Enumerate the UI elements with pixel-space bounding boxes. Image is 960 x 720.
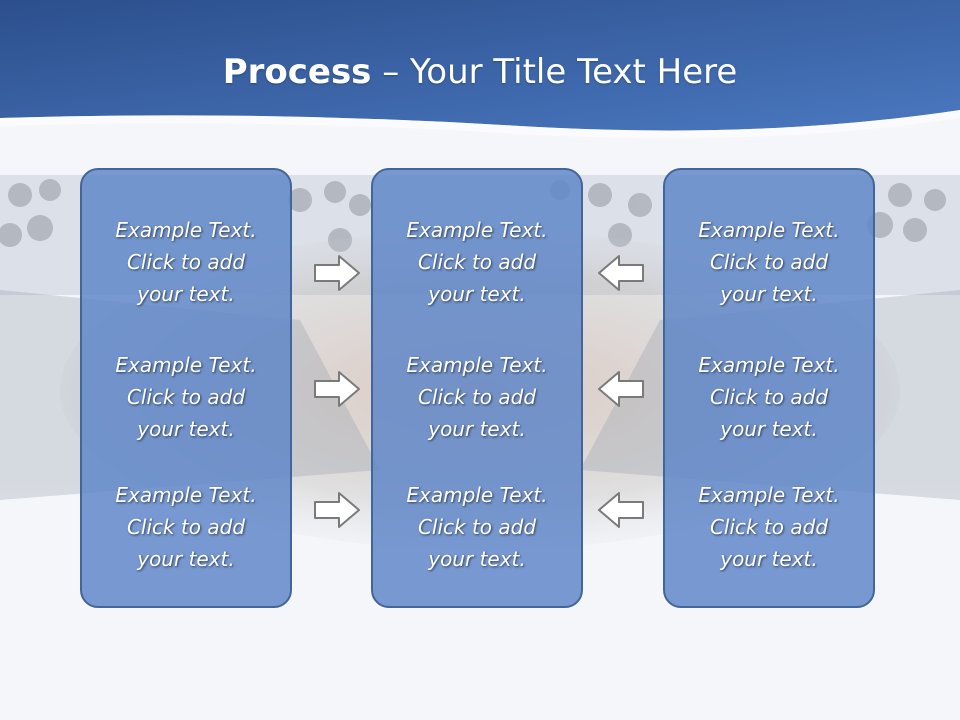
block-line: Click to add [709, 515, 829, 539]
block-line: your text. [720, 417, 818, 441]
block-line: Example Text. [406, 218, 548, 242]
block-line: Example Text. [698, 218, 840, 242]
block-line: Click to add [126, 250, 246, 274]
right-arrow-icon [314, 492, 360, 528]
block-line: Example Text. [698, 353, 840, 377]
block-line: Example Text. [115, 218, 257, 242]
block-line: your text. [720, 547, 818, 571]
block-line: your text. [137, 282, 235, 306]
block-line: your text. [720, 282, 818, 306]
left-arrow-icon [598, 255, 644, 291]
block-line: Example Text. [406, 483, 548, 507]
text-block[interactable]: Example Text. Click to add your text. [82, 349, 290, 445]
text-block[interactable]: Example Text. Click to add your text. [373, 479, 581, 575]
block-line: Example Text. [698, 483, 840, 507]
block-line: Click to add [709, 250, 829, 274]
block-line: Click to add [709, 385, 829, 409]
block-line: Click to add [126, 515, 246, 539]
process-column-3[interactable]: Example Text. Click to add your text. Ex… [663, 168, 875, 608]
text-block[interactable]: Example Text. Click to add your text. [82, 479, 290, 575]
slide-title: Process – Your Title Text Here [0, 52, 960, 92]
text-block[interactable]: Example Text. Click to add your text. [373, 214, 581, 310]
text-block[interactable]: Example Text. Click to add your text. [82, 214, 290, 310]
block-line: your text. [428, 547, 526, 571]
process-column-2[interactable]: Example Text. Click to add your text. Ex… [371, 168, 583, 608]
left-arrow-icon [598, 371, 644, 407]
block-line: Example Text. [115, 353, 257, 377]
block-line: Click to add [126, 385, 246, 409]
block-line: Example Text. [406, 353, 548, 377]
block-line: your text. [137, 547, 235, 571]
title-bold: Process [222, 52, 372, 92]
right-arrow-icon [314, 255, 360, 291]
right-arrow-icon [314, 371, 360, 407]
text-block[interactable]: Example Text. Click to add your text. [665, 214, 873, 310]
block-line: Example Text. [115, 483, 257, 507]
left-arrow-icon [598, 492, 644, 528]
block-line: Click to add [417, 250, 537, 274]
process-column-1[interactable]: Example Text. Click to add your text. Ex… [80, 168, 292, 608]
block-line: your text. [428, 417, 526, 441]
title-rest: – Your Title Text Here [371, 52, 738, 92]
text-block[interactable]: Example Text. Click to add your text. [373, 349, 581, 445]
block-line: Click to add [417, 385, 537, 409]
text-block[interactable]: Example Text. Click to add your text. [665, 479, 873, 575]
text-block[interactable]: Example Text. Click to add your text. [665, 349, 873, 445]
block-line: your text. [428, 282, 526, 306]
block-line: Click to add [417, 515, 537, 539]
block-line: your text. [137, 417, 235, 441]
